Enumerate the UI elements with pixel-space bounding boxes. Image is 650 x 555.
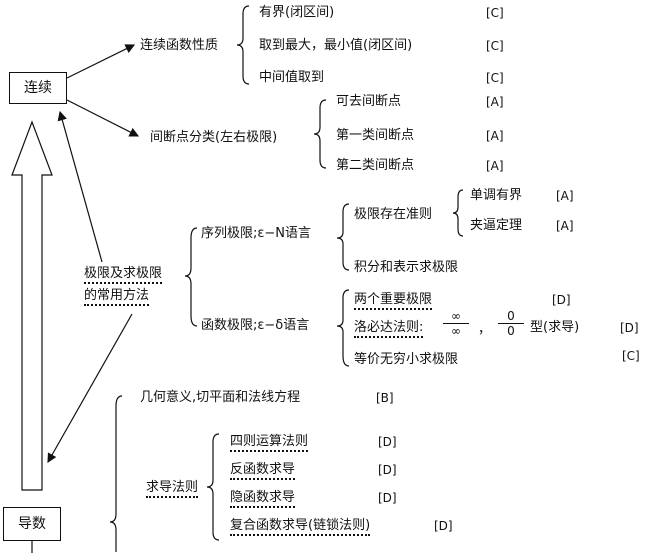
fraction-separator: ， (478, 322, 492, 337)
grade-continuity-prop-2: [C] (486, 39, 504, 53)
diff-rules-label: 求导法则 (146, 480, 199, 498)
diff-rule-chain: 复合函数求导(链锁法则) (230, 518, 371, 536)
brace-function (336, 289, 350, 367)
brace-limit-methods (184, 227, 198, 327)
geometry-meaning: 几何意义,切平面和法线方程 (140, 390, 301, 405)
continuity-prop-2: 取到最大，最小值(闭区间) (259, 38, 413, 53)
discontinuity-item-1: 可去间断点 (336, 94, 402, 109)
grade-discontinuity-1: [A] (486, 95, 504, 109)
limit-methods-line1: 极限及求极限 (84, 266, 163, 284)
diff-rule-implicit: 隐函数求导 (230, 490, 296, 508)
limit-existence-label: 极限存在准则 (354, 207, 433, 222)
criterion-squeeze: 夹逼定理 (470, 218, 523, 233)
grade-discontinuity-3: [A] (486, 159, 504, 173)
equivalent-infinitesimal: 等价无穷小求极限 (354, 352, 459, 367)
grade-equivalent: [C] (622, 349, 640, 363)
continuity-prop-1: 有界(闭区间) (259, 5, 335, 20)
lhopital-rule: 洛必达法则: (354, 320, 424, 338)
integral-sum-limit: 积分和表示求极限 (354, 260, 459, 275)
brace-discontinuity (313, 99, 327, 169)
brace-derivative (109, 395, 123, 552)
grade-continuity-prop-1: [C] (486, 6, 504, 20)
limit-methods-line2: 的常用方法 (84, 288, 150, 306)
arrow-continuity-discontinuity (66, 99, 140, 137)
diff-rule-arith: 四则运算法则 (230, 434, 309, 452)
node-derivative: 导数 (3, 507, 61, 541)
grade-lhopital: [D] (620, 321, 639, 335)
grade-criterion-monotone: [A] (556, 189, 574, 203)
continuity-props-label: 连续函数性质 (140, 38, 219, 53)
grade-continuity-prop-3: [C] (486, 71, 504, 85)
function-limit-label: 函数极限;ε−δ语言 (201, 318, 310, 333)
brace-diff-rules (206, 433, 220, 541)
grade-important-limits: [D] (552, 293, 571, 307)
brace-criteria (452, 189, 464, 237)
grade-diff-rule-inverse: [D] (378, 463, 397, 477)
arrow-continuity-props (66, 44, 136, 79)
continuity-prop-3: 中间值取到 (259, 70, 325, 85)
brace-continuity-props (236, 5, 250, 85)
fraction-inf-inf: ∞ ∞ (443, 309, 469, 338)
discontinuity-item-2: 第一类间断点 (336, 128, 415, 143)
sequence-limit-label: 序列极限;ε−N语言 (201, 226, 312, 241)
discontinuity-label: 间断点分类(左右极限) (150, 130, 278, 145)
grade-diff-rule-implicit: [D] (378, 491, 397, 505)
hollow-arrow-derivative-to-continuity (11, 120, 53, 491)
discontinuity-item-3: 第二类间断点 (336, 158, 415, 173)
grade-diff-rule-arith: [D] (378, 435, 397, 449)
arrow-limit-to-continuity (57, 110, 103, 263)
grade-discontinuity-2: [A] (486, 129, 504, 143)
node-continuity: 连续 (9, 72, 67, 104)
criterion-monotone: 单调有界 (470, 188, 523, 203)
lhopital-type: 型(求导) (530, 320, 580, 335)
brace-sequence (336, 203, 350, 271)
grade-diff-rule-chain: [D] (434, 519, 453, 533)
grade-geometry: [B] (376, 391, 394, 405)
two-important-limits: 两个重要极限 (354, 292, 433, 310)
fraction-zero-zero: 0 0 (498, 309, 524, 338)
diff-rule-inverse: 反函数求导 (230, 462, 296, 480)
arrow-limit-to-derivative (47, 313, 133, 464)
grade-criterion-squeeze: [A] (556, 219, 574, 233)
